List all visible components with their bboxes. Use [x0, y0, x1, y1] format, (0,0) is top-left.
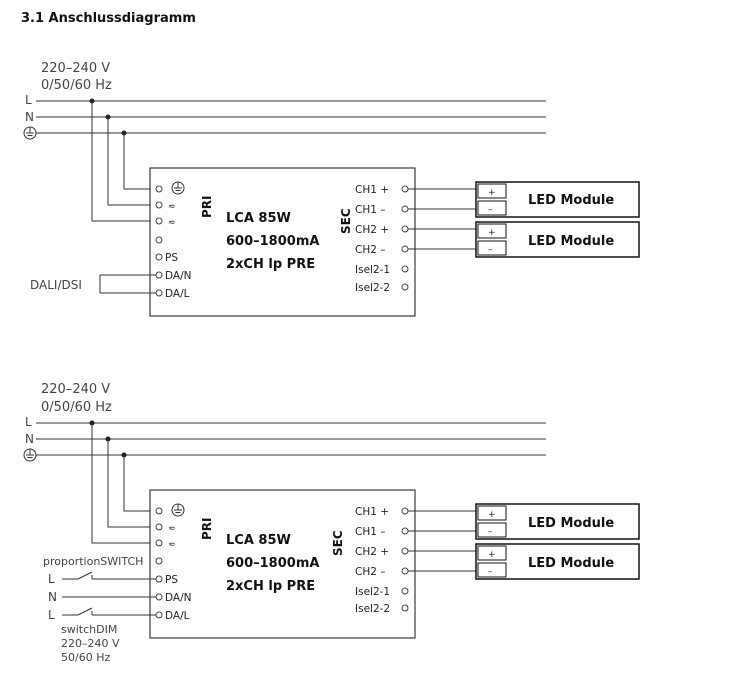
secondary-label: SEC — [331, 530, 345, 556]
ac-symbol-icon: ≂ — [168, 218, 176, 228]
switchdim-label: switchDIM — [61, 623, 117, 636]
pin-ch1-plus: CH1 + — [355, 184, 389, 196]
section-title: 3.1 Anschlussdiagramm — [21, 11, 196, 26]
led-module-2: + – LED Module — [475, 543, 640, 580]
device-channels: 2xCH lp PRE — [226, 579, 315, 594]
dali-dsi-label: DALI/DSI — [30, 278, 82, 292]
switchdim-voltage: 220–240 V — [61, 637, 120, 650]
proportion-switch-label: proportionSWITCH — [43, 555, 143, 568]
line-label-n: N — [25, 110, 34, 124]
svg-text:+: + — [488, 188, 496, 198]
device-channels: 2xCH lp PRE — [226, 257, 315, 272]
pin-da-l: DA/L — [165, 610, 190, 622]
supply-voltage: 220–240 V — [41, 382, 110, 397]
led-module-label: LED Module — [528, 234, 614, 249]
device-name: LCA 85W — [226, 533, 291, 548]
wire-l — [91, 101, 156, 222]
pin-ch2-minus: CH2 – — [355, 244, 386, 256]
diagram-2: 220–240 V 0/50/60 Hz L N ≂ ≂ — [23, 382, 640, 664]
switch-line-n: N — [48, 590, 57, 604]
svg-text:–: – — [488, 567, 493, 577]
pin-da-l: DA/L — [165, 288, 190, 300]
earth-icon — [23, 126, 37, 140]
earth-symbol-icon — [171, 503, 185, 517]
earth-icon — [23, 448, 37, 462]
secondary-label: SEC — [339, 208, 353, 234]
led-module-label: LED Module — [528, 193, 614, 208]
earth-symbol-icon — [171, 181, 185, 195]
svg-text:–: – — [488, 245, 493, 255]
wire-n — [107, 117, 156, 206]
pin-ps: PS — [165, 574, 178, 586]
supply-frequency: 0/50/60 Hz — [41, 400, 112, 415]
pin-isel2-1: Isel2-1 — [355, 586, 390, 598]
ac-symbol-icon: ≂ — [168, 524, 176, 534]
pin-ch2-plus: CH2 + — [355, 224, 389, 236]
wire-earth — [123, 133, 156, 190]
supply-voltage: 220–240 V — [41, 61, 110, 76]
pin-ch2-minus: CH2 – — [355, 566, 386, 578]
diagram-1: 220–240 V 0/50/60 Hz L N — [23, 61, 640, 317]
pin-ch1-plus: CH1 + — [355, 506, 389, 518]
ac-symbol-icon: ≂ — [168, 202, 176, 212]
line-label-l: L — [25, 93, 32, 107]
line-label-l: L — [25, 415, 32, 429]
pin-isel2-2: Isel2-2 — [355, 282, 390, 294]
led-module-label: LED Module — [528, 516, 614, 531]
switch-icon — [62, 571, 156, 580]
pin-da-n: DA/N — [165, 270, 191, 282]
device-current: 600–1800mA — [226, 234, 319, 249]
led-module-2: + – LED Module — [475, 221, 640, 258]
led-module-label: LED Module — [528, 556, 614, 571]
pin-ch1-minus: CH1 – — [355, 526, 386, 538]
svg-text:–: – — [488, 205, 493, 215]
svg-text:+: + — [488, 228, 496, 238]
pin-da-n: DA/N — [165, 592, 191, 604]
ac-symbol-icon: ≂ — [168, 540, 176, 550]
svg-text:+: + — [488, 550, 496, 560]
switch-line-l2: L — [48, 608, 55, 622]
supply-frequency: 0/50/60 Hz — [41, 78, 112, 93]
driver-box — [149, 489, 416, 639]
primary-label: PRI — [200, 518, 214, 541]
pin-ch2-plus: CH2 + — [355, 546, 389, 558]
driver-box — [149, 167, 416, 317]
pin-ch1-minus: CH1 – — [355, 204, 386, 216]
switchdim-frequency: 50/60 Hz — [61, 651, 110, 664]
led-module-1: + – LED Module — [475, 181, 640, 218]
svg-text:–: – — [488, 527, 493, 537]
svg-text:+: + — [488, 510, 496, 520]
switch-line-l: L — [48, 572, 55, 586]
device-name: LCA 85W — [226, 211, 291, 226]
pin-isel2-2: Isel2-2 — [355, 603, 390, 615]
switch-icon — [62, 607, 156, 616]
primary-label: PRI — [200, 196, 214, 219]
device-current: 600–1800mA — [226, 556, 319, 571]
pin-ps: PS — [165, 252, 178, 264]
led-module-1: + – LED Module — [475, 503, 640, 540]
pin-isel2-1: Isel2-1 — [355, 264, 390, 276]
line-label-n: N — [25, 432, 34, 446]
